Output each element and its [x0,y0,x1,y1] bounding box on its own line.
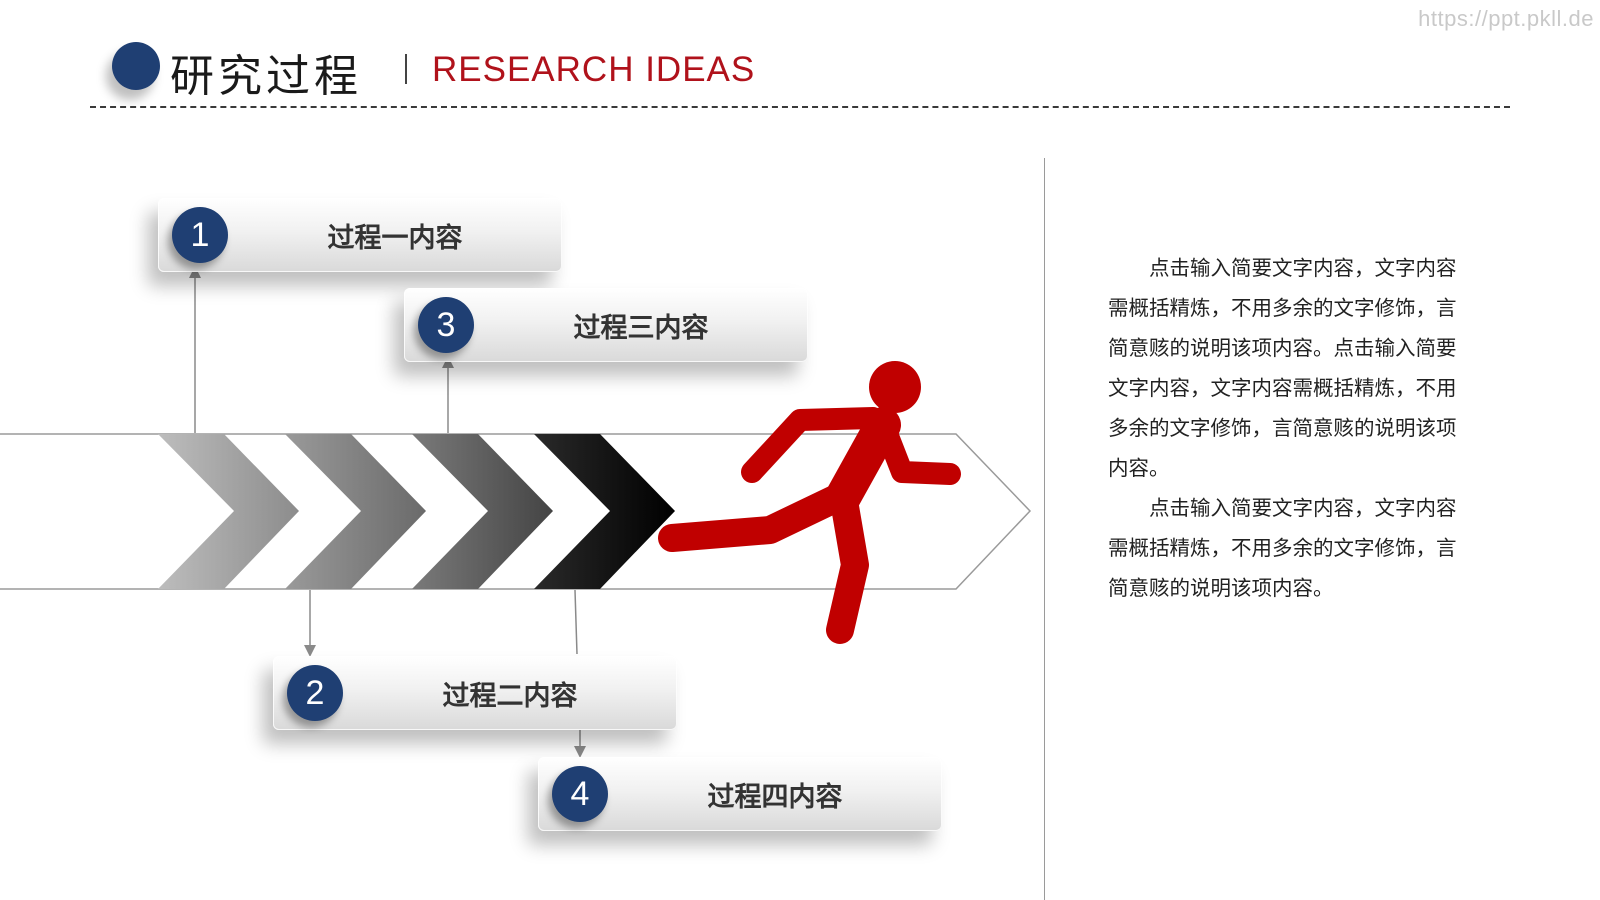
running-person-icon [658,361,961,644]
title-dashed-rule [90,106,1510,108]
step-number-1: 1 [172,207,228,263]
description-paragraph-2: 点击输入简要文字内容，文字内容需概括精炼，不用多余的文字修饰，言简意赅的说明该项… [1108,496,1457,600]
page-subtitle: RESEARCH IDEAS [432,50,756,89]
watermark-url: https://ppt.pkll.de [1418,6,1594,31]
chevron-3 [412,434,553,589]
step-number-3: 3 [418,297,474,353]
step-card-1: 1 过程一内容 [158,198,562,272]
description-text: 点击输入简要文字内容，文字内容需概括精炼，不用多余的文字修饰，言简意赅的说明该项… [1108,248,1468,608]
step-number-2: 2 [287,665,343,721]
step-label-3: 过程三内容 [573,312,709,344]
description-paragraph-1: 点击输入简要文字内容，文字内容需概括精炼，不用多余的文字修饰，言简意赅的说明该项… [1108,256,1457,480]
step-label-4: 过程四内容 [707,781,843,813]
vertical-divider [1044,158,1045,900]
title-bullet-icon [112,42,160,90]
step-label-1: 过程一内容 [327,222,463,254]
connector-4 [574,589,578,655]
title-separator [405,54,407,84]
step-card-3: 3 过程三内容 [404,288,808,362]
step-card-2: 2 过程二内容 [273,656,677,730]
step-number-4: 4 [552,766,608,822]
chevron-4 [534,434,675,589]
step-card-4: 4 过程四内容 [538,757,942,831]
page-title: 研究过程 [170,51,362,102]
chevron-1 [158,434,299,589]
chevron-2 [285,434,426,589]
step-label-2: 过程二内容 [442,680,578,712]
